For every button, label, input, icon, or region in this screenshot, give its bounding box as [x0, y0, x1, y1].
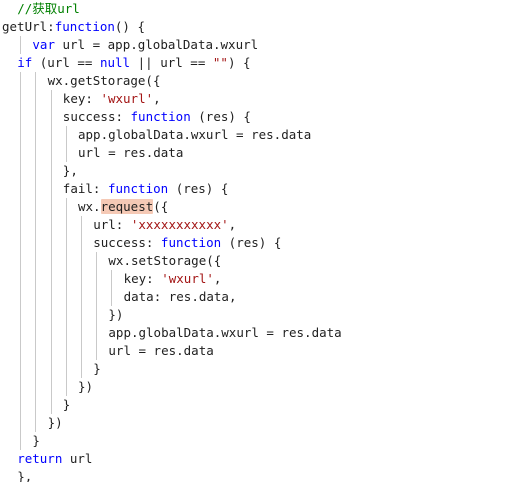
code-line: return url	[17, 450, 92, 468]
code-token: (url ==	[32, 55, 100, 70]
code-line: success: function (res) {	[93, 234, 281, 252]
code-token: key:	[62, 91, 101, 106]
code-line: data: res.data,	[124, 288, 237, 306]
code-token: (res) {	[168, 181, 229, 196]
indent-guide	[35, 72, 36, 432]
code-line: url = res.data	[78, 144, 183, 162]
code-token: url = app.globalData.wxurl	[54, 37, 259, 52]
code-line: if (url == null || url == "") {	[17, 54, 250, 72]
indent-guide	[96, 252, 97, 360]
code-line: //获取url	[17, 0, 80, 18]
code-token: data: res.data,	[123, 289, 237, 304]
indent-guide	[66, 126, 67, 162]
code-line: success: function (res) {	[63, 108, 251, 126]
indent-guide	[66, 198, 67, 396]
code-token: },	[62, 163, 78, 178]
code-line: app.globalData.wxurl = res.data	[78, 126, 311, 144]
code-line: wx.request({	[78, 198, 168, 216]
code-line: app.globalData.wxurl = res.data	[108, 324, 341, 342]
code-token: success:	[62, 109, 131, 124]
code-token: url	[62, 451, 93, 466]
code-token: //获取url	[17, 1, 80, 16]
code-token: ,	[213, 271, 222, 286]
code-token: function	[130, 109, 191, 124]
code-line: url = res.data	[108, 342, 213, 360]
code-token: null	[99, 55, 131, 70]
code-line: var url = app.globalData.wxurl	[32, 36, 258, 54]
code-token: function	[54, 19, 115, 34]
code-line: key: 'wxurl',	[63, 90, 161, 108]
code-token: }	[32, 433, 40, 448]
code-line: fail: function (res) {	[63, 180, 229, 198]
code-token: fail:	[62, 181, 108, 196]
code-token: getUrl:	[2, 19, 55, 34]
code-line: }	[93, 360, 101, 378]
code-line: wx.getStorage({	[48, 72, 161, 90]
indent-guide	[111, 270, 112, 306]
code-token: app.globalData.wxurl = res.data	[78, 127, 312, 142]
code-token: ) {	[227, 55, 251, 70]
code-token: if	[17, 55, 33, 70]
code-token: wx.setStorage({	[108, 253, 222, 268]
code-token: }	[93, 361, 101, 376]
code-line: })	[48, 414, 63, 432]
code-line: })	[78, 378, 93, 396]
code-line: },	[17, 468, 32, 482]
code-line: }	[32, 432, 40, 450]
code-token: || url ==	[130, 55, 213, 70]
code-token: 'xxxxxxxxxxx'	[130, 217, 229, 232]
code-line: },	[63, 162, 78, 180]
code-token: app.globalData.wxurl = res.data	[108, 325, 342, 340]
code-token: function	[107, 181, 169, 196]
code-line: }	[63, 396, 71, 414]
code-token: })	[47, 415, 63, 430]
indent-guide	[51, 90, 52, 414]
code-token: 'wxurl'	[161, 271, 214, 286]
code-token: url:	[93, 217, 131, 232]
code-token: ({	[153, 199, 169, 214]
code-line: url: 'xxxxxxxxxxx',	[93, 216, 236, 234]
code-token: url = res.data	[78, 145, 184, 160]
code-token: url = res.data	[108, 343, 214, 358]
code-token: }	[62, 397, 71, 412]
code-token: wx.	[78, 199, 101, 214]
code-token: (res) {	[190, 109, 251, 124]
code-token: () {	[114, 19, 146, 34]
code-token: request	[100, 199, 154, 214]
code-token: },	[17, 469, 33, 482]
code-line: })	[108, 306, 123, 324]
code-token: ,	[228, 217, 237, 232]
code-token: 'wxurl'	[100, 91, 154, 106]
code-line: getUrl:function() {	[2, 18, 145, 36]
indent-guide	[20, 36, 21, 54]
code-token: ""	[212, 55, 228, 70]
code-token: key:	[123, 271, 162, 286]
code-token: })	[108, 307, 124, 322]
code-token: (res) {	[221, 235, 282, 250]
code-token: function	[160, 235, 222, 250]
indent-guide	[81, 216, 82, 378]
code-token: success:	[93, 235, 161, 250]
code-token: var	[32, 37, 55, 52]
code-token: })	[78, 379, 94, 394]
code-line: key: 'wxurl',	[124, 270, 222, 288]
code-token: ,	[153, 91, 161, 106]
code-line: wx.setStorage({	[108, 252, 221, 270]
code-token: return	[17, 451, 63, 466]
code-token: wx.getStorage({	[47, 73, 161, 88]
indent-guide	[20, 72, 21, 450]
